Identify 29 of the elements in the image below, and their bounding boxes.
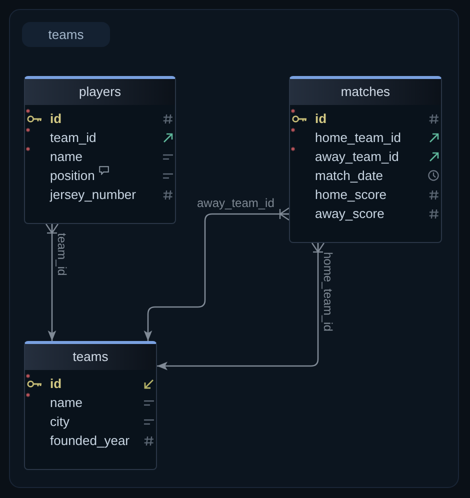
- column-name: id: [315, 110, 327, 128]
- relationship-line: [157, 242, 325, 370]
- relationship-line: [144, 207, 290, 341]
- group-label: teams: [22, 22, 110, 47]
- column-name: city: [50, 413, 70, 431]
- column-name: name: [50, 394, 83, 412]
- column-name: team_id: [50, 129, 96, 147]
- column-name: home_score: [315, 186, 387, 204]
- column-name: jersey_number: [50, 186, 136, 204]
- edge-label: away_team_id: [197, 197, 274, 210]
- table-title: players: [25, 79, 175, 105]
- entity-table: [24, 341, 157, 470]
- column-name: position: [50, 167, 95, 185]
- table-title: teams: [25, 344, 156, 370]
- column-name: founded_year: [50, 432, 130, 450]
- entity-table: [24, 76, 176, 224]
- table-title: matches: [290, 79, 441, 105]
- group-panel: [9, 9, 459, 488]
- relationship-line: [45, 223, 59, 341]
- column-name: away_score: [315, 205, 384, 223]
- column-name: match_date: [315, 167, 383, 185]
- edge-label: team_id: [55, 233, 68, 276]
- column-name: id: [50, 375, 62, 393]
- entity-table: [289, 76, 442, 243]
- column-name: id: [50, 110, 62, 128]
- column-name: home_team_id: [315, 129, 401, 147]
- column-name: away_team_id: [315, 148, 399, 166]
- edge-label: home_team_id: [321, 252, 334, 332]
- column-name: name: [50, 148, 83, 166]
